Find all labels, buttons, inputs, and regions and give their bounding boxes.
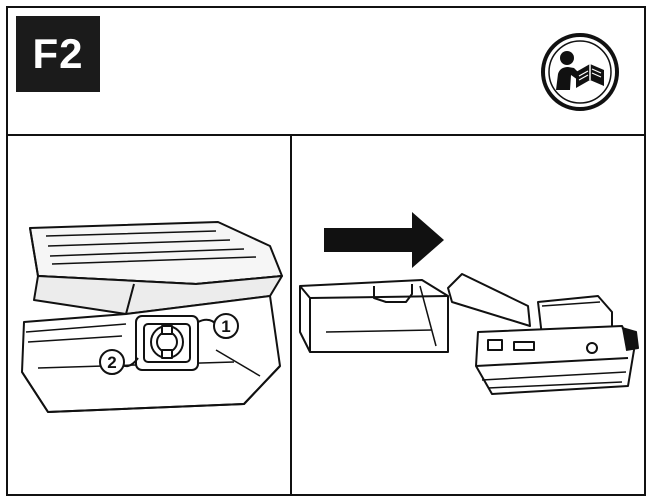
- right-arrow-icon: [324, 212, 444, 268]
- panel-remove-step: 1 2: [8, 136, 292, 494]
- callout-1: 1: [213, 313, 239, 339]
- device-bottom-illustration: 1 2: [21, 221, 283, 413]
- panel-slide-step: [292, 136, 644, 494]
- callout-1-number: 1: [221, 317, 230, 336]
- header-row: F2: [8, 8, 644, 136]
- callout-2-number: 2: [107, 353, 116, 372]
- step-badge: F2: [16, 16, 100, 92]
- callout-2: 2: [99, 349, 125, 375]
- instruction-sheet: F2: [6, 6, 646, 496]
- read-manual-icon: [541, 33, 619, 111]
- slide-off-illustration: [299, 212, 639, 395]
